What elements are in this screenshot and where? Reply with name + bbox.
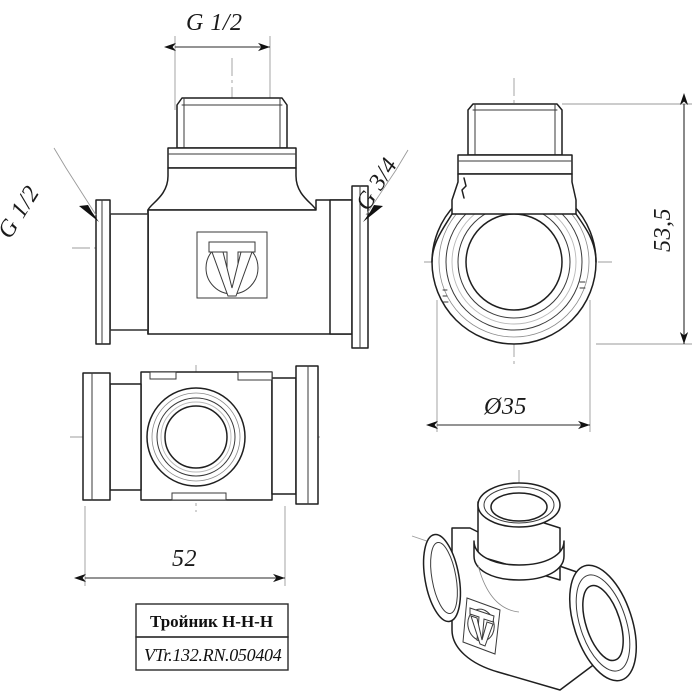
dim-label-g12-left: G 1/2 [0, 181, 45, 243]
right-socket [329, 185, 369, 349]
branch-cone [147, 167, 317, 211]
valtec-logo [196, 231, 268, 299]
dim-label-g34: G 3/4 [351, 153, 403, 215]
dim-label-length: 52 [172, 546, 197, 572]
end-branch-cone [451, 173, 577, 215]
iso-right-socket-bore [582, 584, 624, 662]
right-socket-barrel [329, 199, 353, 335]
top-left-barrel [109, 383, 142, 491]
dim-top-thread: G 1/2 [164, 10, 270, 52]
top-left-flange [82, 372, 111, 501]
top-view [70, 365, 320, 512]
left-socket-flange [95, 199, 111, 345]
top-branch [147, 97, 317, 251]
leader-arrow-right [363, 205, 383, 222]
title-block-name: Тройник Н-Н-Н [150, 612, 273, 631]
top-right-barrel [271, 377, 297, 495]
iso-logo-v-glyph [470, 615, 494, 647]
end-circle-right-join [575, 213, 597, 263]
top-right-flange [295, 365, 319, 505]
iso-branch-rim-mid [483, 486, 555, 524]
top-detent-3 [171, 492, 227, 501]
iso-right-socket-outer [569, 564, 637, 682]
dim-length: 52 [74, 506, 286, 586]
dim-diameter: Ø35 [426, 300, 591, 432]
top-detent-2 [237, 371, 273, 381]
title-block-code: VTr.132.RN.050404 [144, 645, 282, 665]
dim-label-diameter: Ø35 [483, 394, 527, 420]
end-rim-ticks [442, 289, 449, 303]
leader-line-left [53, 147, 97, 216]
iso-branch-collar [473, 540, 565, 581]
iso-view [411, 470, 637, 691]
end-rim-tick-left [461, 177, 467, 199]
iso-branch-base-arc [477, 564, 520, 613]
iso-right-socket-mid [575, 574, 631, 672]
branch-collar [167, 147, 297, 169]
title-block-code-cell [135, 636, 289, 671]
dim-left-thread: G 1/2 [0, 147, 99, 243]
end-branch-thread [467, 103, 563, 156]
dim-label-g12-top: G 1/2 [186, 10, 243, 36]
iso-left-socket-outer [422, 533, 462, 623]
front-view [72, 36, 369, 349]
top-branch-c2 [151, 392, 241, 482]
top-branch-bore [164, 405, 228, 469]
leader-line-right [365, 149, 409, 216]
left-socket [95, 199, 149, 345]
iso-branch-bore [490, 492, 548, 522]
top-detent-1 [149, 371, 177, 380]
end-circle-left-join [431, 213, 453, 263]
dim-height: 53,5 [562, 93, 692, 345]
end-rim-ticks-r [579, 281, 586, 289]
left-socket-barrel [109, 213, 149, 331]
top-branch-c4 [160, 401, 232, 473]
top-branch-c3 [156, 397, 236, 477]
end-view [424, 78, 612, 368]
title-block: Тройник Н-Н-Н VTr.132.RN.050404 [135, 603, 289, 671]
iso-left-socket-inner [430, 541, 458, 615]
dim-label-height: 53,5 [650, 208, 676, 252]
leader-arrow-left [79, 205, 99, 222]
valtec-logo-iso [462, 597, 501, 655]
top-branch-outer [146, 387, 246, 487]
end-branch-collar [457, 154, 573, 175]
logo-v-glyph [211, 251, 253, 297]
